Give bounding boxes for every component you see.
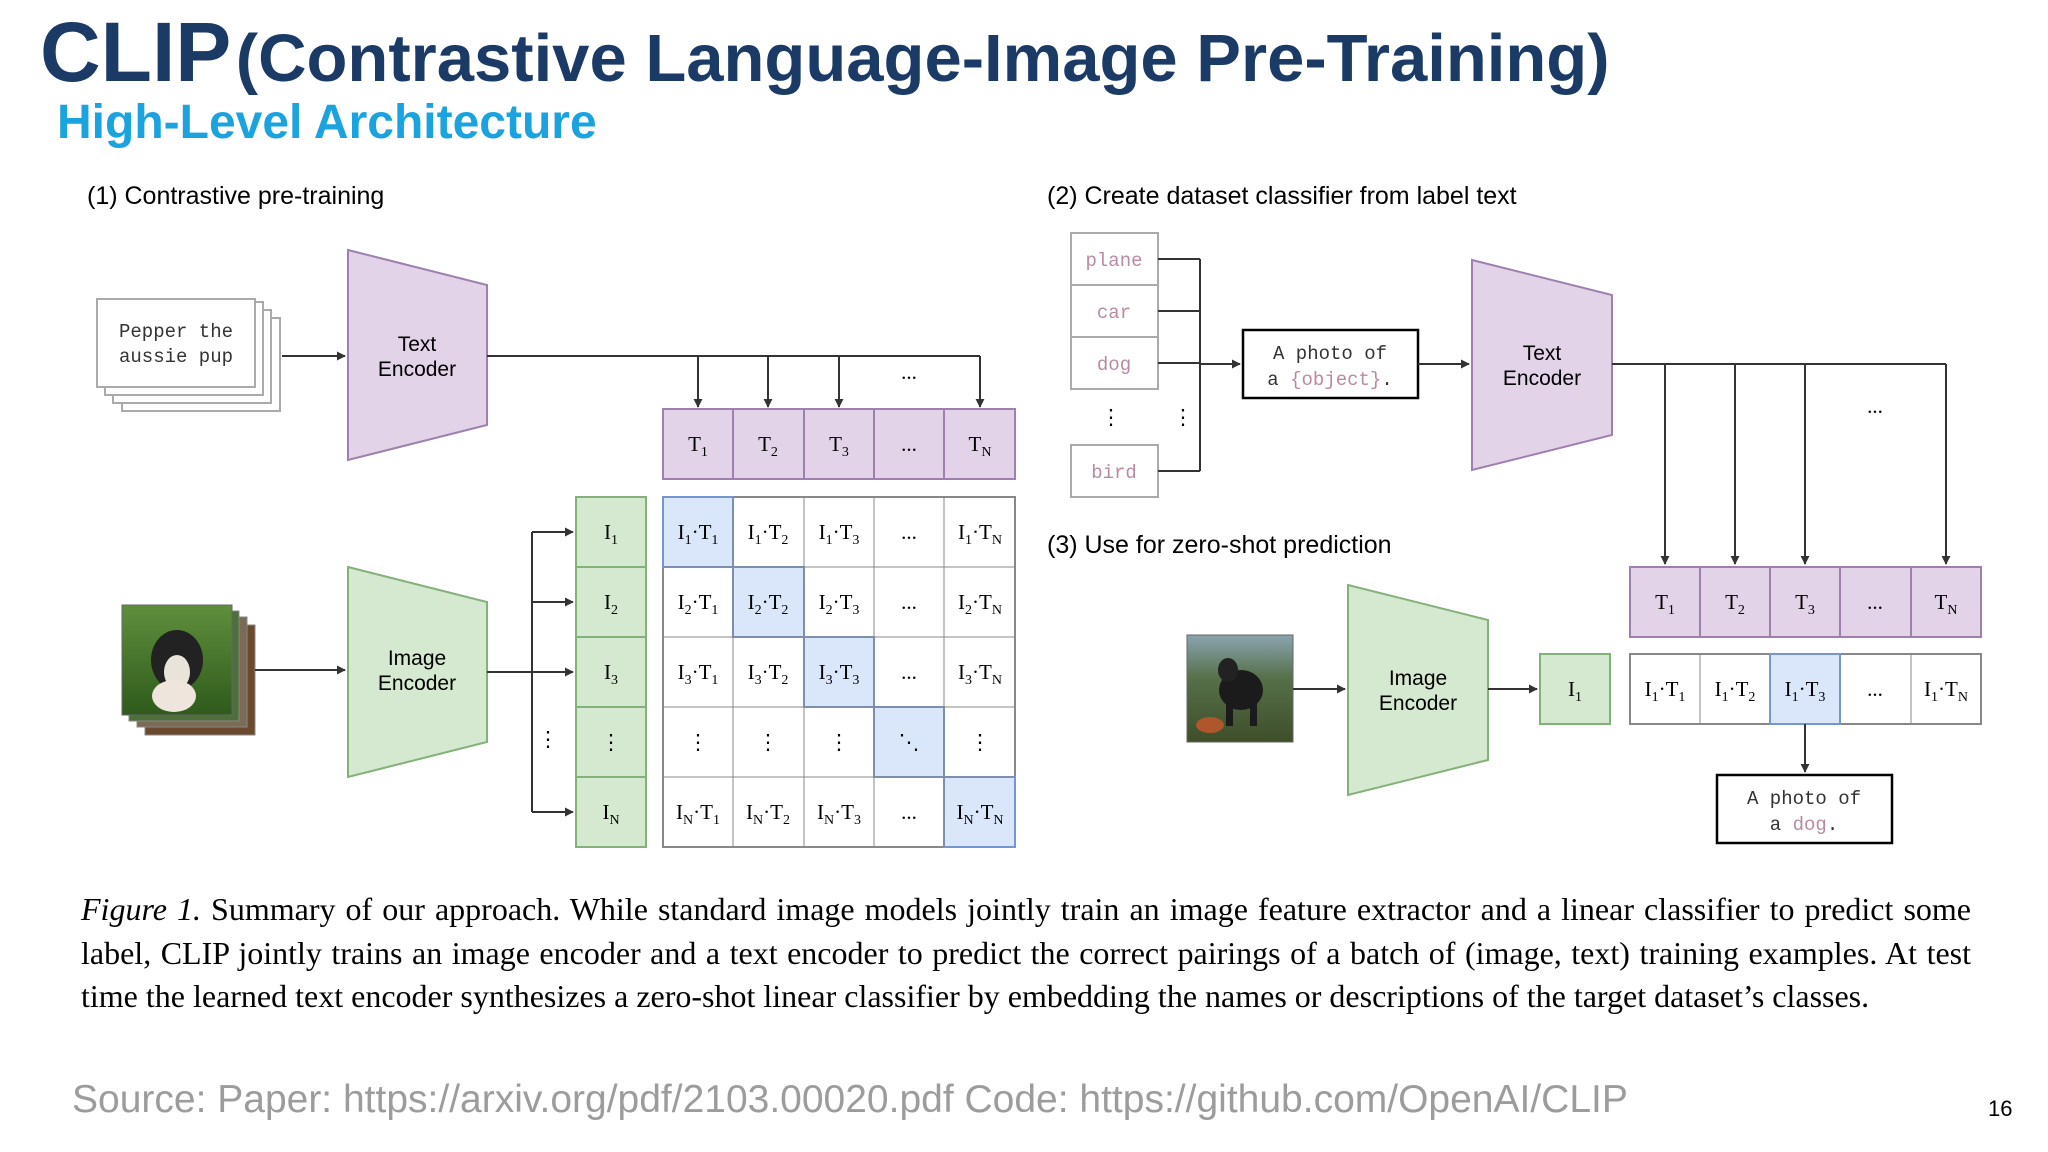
svg-text:I1·TN: I1·TN (958, 520, 1002, 548)
input-text-line1: Pepper the (119, 321, 233, 343)
svg-text:...: ... (1867, 394, 1883, 418)
source-line: Source: Paper: https://arxiv.org/pdf/210… (72, 1078, 1628, 1121)
svg-text:...: ... (901, 590, 917, 614)
svg-text:⋮: ⋮ (758, 730, 779, 754)
text-input-stack: Pepper the aussie pup (96, 298, 281, 412)
input-text-line2: aussie pup (119, 346, 233, 368)
svg-text:...: ... (901, 520, 917, 544)
clip-architecture-diagram: (1) Contrastive pre-training (2) Create … (87, 182, 1982, 848)
svg-text:⋮: ⋮ (1101, 405, 1122, 429)
ellipsis: ... (901, 360, 917, 384)
dog-photo (1186, 634, 1294, 743)
svg-text:⋮: ⋮ (601, 730, 622, 754)
image-encoder-1-label-1: Image (388, 647, 446, 670)
prompt-template: A photo of a {object}. (1241, 328, 1420, 400)
section3-label: (3) Use for zero-shot prediction (1047, 531, 1392, 559)
prompt-prefix: a (1267, 369, 1290, 391)
caption-text: Summary of our approach. While standard … (81, 891, 1972, 1014)
svg-text:I2·T2: I2·T2 (748, 590, 789, 618)
svg-text:...: ... (1867, 677, 1883, 701)
prediction-line1: A photo of (1747, 788, 1861, 810)
text-encoder-2-label-2: Encoder (1503, 367, 1581, 390)
image-encoder-2-label-2: Encoder (1379, 692, 1457, 715)
image-encoder-1 (347, 565, 488, 779)
slide-subtitle: High-Level Architecture (57, 96, 597, 149)
similarity-matrix: I1·T1 I1·T2 I1·T3 ... I1·TN I2·T1 I2·T2 … (662, 496, 1016, 848)
label-dog: dog (1097, 354, 1131, 376)
section1-label: (1) Contrastive pre-training (87, 182, 384, 210)
svg-text:I1·T3: I1·T3 (819, 520, 860, 548)
svg-text:IN·T2: IN·T2 (746, 800, 790, 828)
text-embedding-row-2: T1 T2 T3 ... TN (1629, 566, 1982, 638)
image-encoder-1-label-2: Encoder (378, 672, 456, 695)
prediction-prefix: a (1770, 814, 1793, 836)
prompt-suffix: . (1381, 369, 1392, 391)
svg-text:...: ... (901, 660, 917, 684)
ddots: ⋱ (899, 730, 920, 754)
image-input-stack (121, 604, 256, 736)
slide-title: CLIP (Contrastive Language-Image Pre-Tra… (40, 4, 1610, 101)
svg-text:a {object}.: a {object}. (1267, 369, 1392, 391)
svg-text:⋮: ⋮ (688, 730, 709, 754)
svg-text:⋮: ⋮ (829, 730, 850, 754)
svg-text:...: ... (1867, 590, 1883, 614)
image-embedding-3: I1 (1539, 653, 1611, 725)
figure-label: Figure 1. (81, 891, 201, 927)
svg-text:...: ... (901, 800, 917, 824)
prompt-variable: {object} (1290, 369, 1381, 391)
svg-text:I1·T2: I1·T2 (1715, 677, 1756, 705)
label-car: car (1097, 302, 1131, 324)
label-plane: plane (1085, 250, 1142, 272)
prompt-line1: A photo of (1273, 343, 1387, 365)
image-embedding-column-1: I1 I2 I3 ⋮ IN (575, 496, 647, 848)
text-encoder-2 (1471, 258, 1613, 472)
svg-text:I2·T1: I2·T1 (678, 590, 719, 618)
text-embedding-row-1: T1 T2 T3 ... TN (662, 408, 1016, 480)
similarity-row: I1·T1 I1·T2 I1·T3 ... I1·TN (1629, 653, 1982, 725)
page-number: 16 (1988, 1096, 2013, 1121)
prediction-variable: dog (1793, 814, 1827, 836)
text-encoder-1-label-1: Text (398, 333, 437, 356)
svg-text:a dog.: a dog. (1770, 814, 1838, 836)
svg-text:I3·T2: I3·T2 (748, 660, 789, 688)
prediction-suffix: . (1827, 814, 1838, 836)
section2-label: (2) Create dataset classifier from label… (1047, 182, 1517, 210)
image-encoder-2-label-1: Image (1389, 667, 1447, 690)
label-list: plane car dog ⋮ ⋮ bird (1070, 232, 1194, 498)
image-encoder-2 (1347, 583, 1489, 797)
vdots: ⋮ (538, 727, 559, 751)
title-main: CLIP (40, 5, 232, 99)
text-encoder-1 (347, 248, 488, 462)
figure-caption: Figure 1. Summary of our approach. While… (81, 888, 1971, 1019)
text-encoder-2-label-1: Text (1523, 342, 1562, 365)
label-bird: bird (1091, 462, 1137, 484)
svg-text:⋮: ⋮ (1173, 405, 1194, 429)
svg-text:⋮: ⋮ (970, 730, 991, 754)
title-rest: (Contrastive Language-Image Pre-Training… (235, 21, 1610, 96)
svg-text:...: ... (901, 432, 917, 456)
text-encoder-1-label-2: Encoder (378, 358, 456, 381)
prediction-box: A photo of a dog. (1715, 773, 1894, 845)
